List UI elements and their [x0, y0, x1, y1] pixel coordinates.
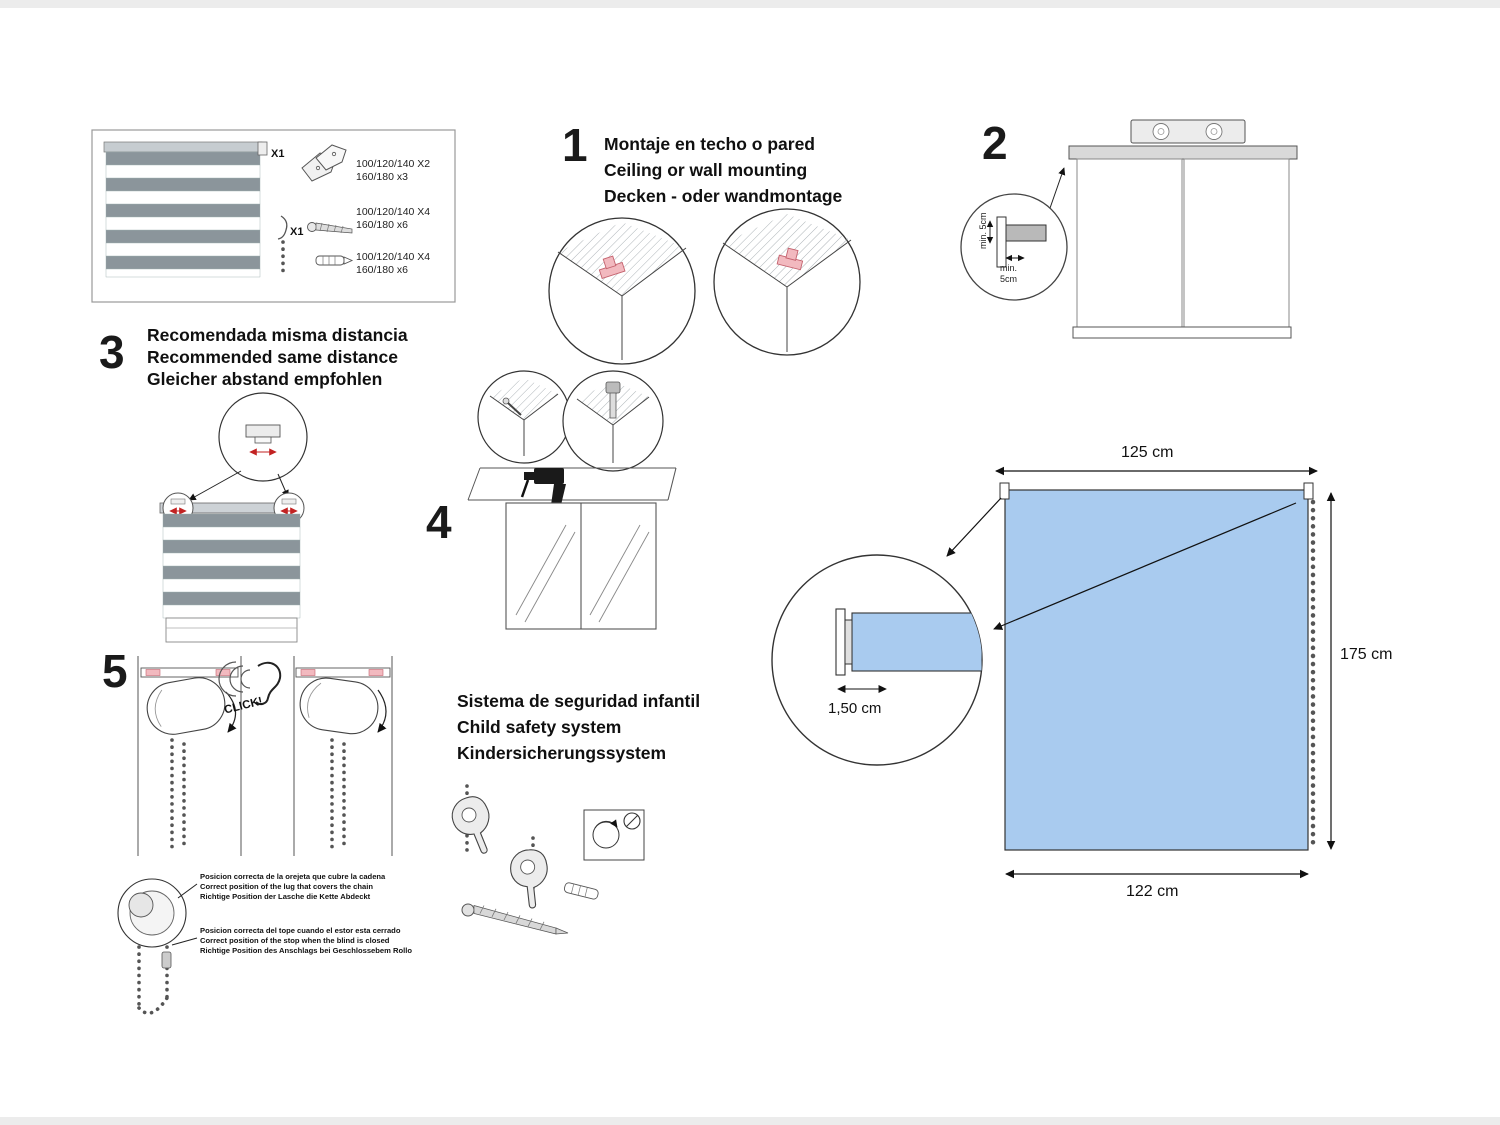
chain-note-2: Posicion correcta del tope cuando el est… [200, 926, 412, 955]
screw-icon [307, 222, 353, 234]
child-safety-heading: Sistema de seguridad infantil Child safe… [457, 688, 700, 766]
step1-number: 1 [562, 119, 588, 171]
plugs-qty-line1: 100/120/140 X4 [356, 251, 431, 263]
step3-line-en: Recommended same distance [147, 347, 398, 367]
step4-number: 4 [426, 496, 452, 548]
step1-ceiling-wall-art [477, 208, 861, 472]
bottom-edge-band [0, 1117, 1500, 1125]
wall-bracket-icon [776, 247, 804, 271]
min-distance-vertical-label: min. 5cm [978, 212, 988, 249]
wall-plug-icon-2 [563, 882, 599, 900]
min-distance-horizontal-label: min. 5cm [1000, 263, 1018, 284]
fabric-width-dimension-label: 122 cm [1126, 883, 1179, 900]
step3-stripes-white [162, 526, 301, 619]
chain-note2-en: Correct position of the stop when the bl… [200, 935, 390, 945]
child-safety-line-en: Child safety system [457, 717, 622, 737]
headrail-tabs-right [300, 669, 384, 676]
chain-note1-de: Richtige Position der Lasche die Kette A… [200, 891, 371, 901]
step2-art [960, 119, 1298, 339]
drill-icon [520, 468, 566, 505]
turn-instruction-icon [583, 809, 645, 861]
chain-note1-en: Correct position of the lug that covers … [200, 881, 373, 891]
chain-note2-es: Posicion correcta del tope cuando el est… [200, 926, 401, 935]
bracket-qty-line1: 100/120/140 X2 [356, 158, 431, 170]
bracket-depth-label: 1,50 cm [828, 700, 882, 717]
bracket-qty-line2: 160/180 x3 [356, 171, 408, 183]
chain-tensioner-icon-2 [510, 849, 548, 909]
step3-line-de: Gleicher abstand empfohlen [147, 369, 383, 389]
screws-qty-line1: 100/120/140 X4 [356, 206, 431, 218]
wall-plug-icon [315, 255, 354, 266]
step1-line-de: Decken - oder wandmontage [604, 186, 843, 206]
height-dimension-label: 175 cm [1340, 646, 1393, 663]
step3-number: 3 [99, 326, 125, 378]
headrail-tabs-left [145, 669, 231, 676]
top-edge-band [0, 0, 1500, 8]
step3-stripes-gray [162, 513, 301, 606]
dimension-diagram-art [771, 466, 1336, 879]
child-safety-line-es: Sistema de seguridad infantil [457, 691, 701, 711]
blind-stripes-white [105, 164, 261, 278]
chain-wheel-art [117, 878, 198, 1015]
ceiling-bracket-icon [598, 255, 626, 280]
step3-heading: Recomendada misma distancia Recommended … [147, 324, 408, 390]
step1-heading: Montaje en techo o pared Ceiling or wall… [604, 131, 842, 209]
step1-line-es: Montaje en techo o pared [604, 134, 815, 154]
chain-note2-de: Richtige Position des Anschlags bei Gesc… [200, 945, 412, 955]
chain-tensioner-icon [451, 796, 490, 854]
child-safety-art [451, 784, 645, 935]
step3-line-es: Recomendada misma distancia [147, 325, 408, 345]
mount-screw-icon [461, 903, 569, 935]
step1-line-en: Ceiling or wall mounting [604, 160, 808, 180]
step5-number: 5 [102, 645, 128, 697]
step5-art [137, 656, 393, 856]
screws-qty-line2: 160/180 x6 [356, 219, 408, 231]
plugs-qty-line2: 160/180 x6 [356, 264, 408, 276]
width-dimension-label: 125 cm [1121, 444, 1174, 461]
parts-box-art [91, 129, 456, 303]
child-safety-line-de: Kindersicherungssystem [457, 743, 667, 763]
chain-note1-es: Posicion correcta de la orejeta que cubr… [200, 872, 386, 881]
step4-cabinet-art [467, 467, 677, 630]
bracket-detail [835, 608, 982, 676]
ear-icon [218, 661, 282, 706]
chain-note-1: Posicion correcta de la orejeta que cubr… [200, 872, 385, 901]
blind-fabric [1004, 489, 1309, 851]
bracket-icon [301, 144, 347, 182]
step2-number: 2 [982, 117, 1008, 169]
step3-art [159, 392, 308, 643]
blind-qty-label: X1 [271, 148, 285, 160]
side-qty-label: X1 [290, 226, 304, 238]
